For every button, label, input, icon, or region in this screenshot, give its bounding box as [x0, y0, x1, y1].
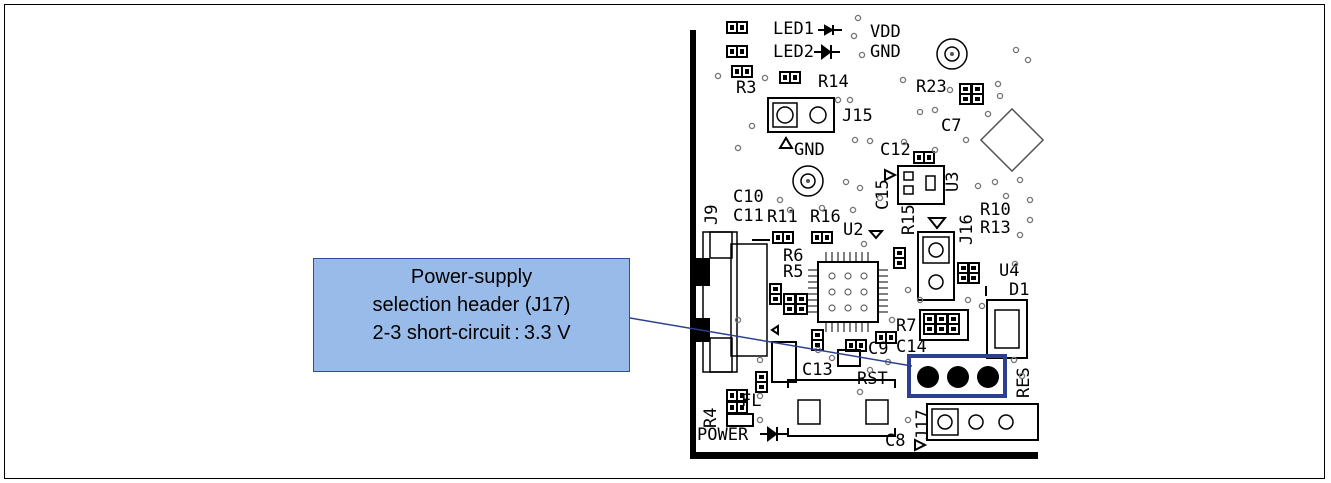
- label-r14: R14: [818, 72, 849, 92]
- label-r13: R13: [980, 218, 1011, 238]
- label-r6: R6: [783, 246, 803, 266]
- label-u3: U3: [943, 172, 963, 192]
- rst-switch: [787, 379, 896, 437]
- label-gnd-top: GND: [870, 42, 901, 62]
- callout-line-1: Power-supply: [410, 266, 533, 288]
- label-c14: C14: [896, 337, 927, 357]
- u3-chip: [884, 165, 945, 205]
- label-c9: C9: [868, 339, 888, 359]
- label-r3: R3: [736, 78, 756, 98]
- figure-frame: [4, 4, 1325, 479]
- label-j17: J17: [913, 409, 933, 440]
- label-d1: D1: [1009, 280, 1029, 300]
- label-c7: C7: [941, 116, 961, 136]
- led1-diode-symbol: [818, 24, 842, 36]
- label-r4: R4: [701, 408, 721, 428]
- label-c15: C15: [873, 179, 893, 210]
- mounting-hole-gnd: [792, 165, 824, 197]
- label-r10: R10: [980, 200, 1011, 220]
- label-j16: J16: [957, 214, 977, 245]
- label-res: RES: [1014, 367, 1034, 398]
- power-diode-symbol: [760, 426, 788, 442]
- label-u4: U4: [999, 261, 1019, 281]
- callout-box: Power-supply selection header (J17) 2-3 …: [313, 258, 630, 372]
- label-j15: J15: [842, 106, 873, 126]
- c13-capacitor: [771, 341, 797, 383]
- callout-line-3: 2-3 short-circuit : 3.3 V: [372, 322, 571, 344]
- j1-header: [914, 403, 1039, 452]
- label-r7: R7: [896, 316, 916, 336]
- board-bottom-edge: [690, 452, 1038, 459]
- label-r5: R5: [783, 262, 803, 282]
- d1-diode: [986, 299, 1028, 359]
- label-led1: LED1: [773, 19, 814, 39]
- mounting-hole-vdd: [936, 38, 968, 70]
- label-led2: LED2: [773, 42, 814, 62]
- j9-connector: [696, 231, 768, 373]
- label-u2: U2: [843, 220, 863, 240]
- u2-qfn-chip: [808, 252, 888, 332]
- label-r23: R23: [916, 77, 947, 97]
- label-c13: C13: [802, 360, 833, 380]
- label-gnd: GND: [794, 140, 825, 160]
- label-c10: C10: [733, 187, 764, 207]
- label-j9: J9: [702, 205, 722, 225]
- board-left-edge: [690, 30, 696, 458]
- callout-line-2: selection header (J17): [372, 294, 571, 316]
- label-vdd: VDD: [870, 22, 901, 42]
- label-c11: C11: [733, 206, 764, 226]
- j17-highlight: [907, 354, 1007, 398]
- label-power: POWER: [697, 425, 749, 445]
- j16-header: [917, 217, 955, 301]
- rotated-ic: [979, 107, 1045, 173]
- led2-diode-symbol: [814, 44, 840, 60]
- j15-header: [767, 97, 835, 149]
- label-r15: R15: [899, 204, 919, 235]
- label-r16: R16: [810, 207, 841, 227]
- callout-leader-line: [629, 317, 913, 367]
